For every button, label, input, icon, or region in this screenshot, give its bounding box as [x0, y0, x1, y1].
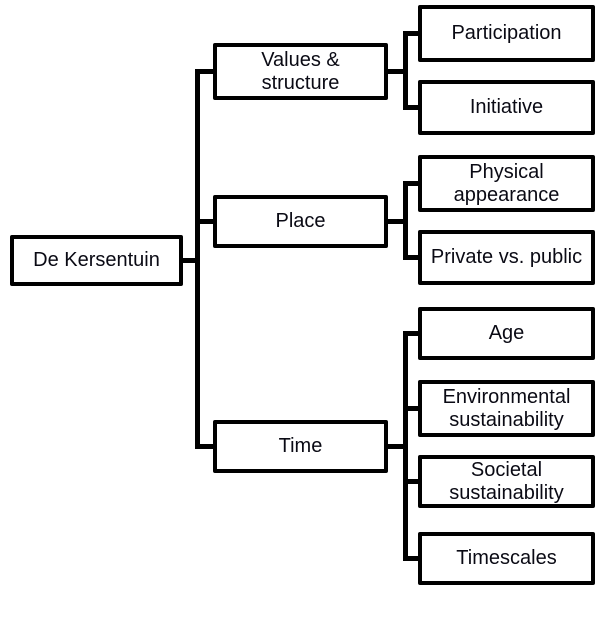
- connector-branch-place: [195, 219, 213, 224]
- connector-societal: [403, 479, 418, 484]
- connector-physical: [403, 181, 418, 186]
- node-initiative-label: Initiative: [469, 96, 544, 118]
- connector-private: [403, 255, 418, 260]
- node-place-label: Place: [275, 210, 326, 232]
- node-environmental-sustainability: Environmental sustainability: [418, 380, 595, 437]
- node-participation: Participation: [418, 5, 595, 62]
- node-societal-sustainability-label: Societal sustainability: [449, 458, 564, 504]
- connector-place-stub: [388, 219, 408, 224]
- node-de-kersentuin: De Kersentuin: [10, 235, 183, 286]
- node-physical-appearance-label: Physical appearance: [453, 160, 560, 206]
- node-timescales-label: Timescales: [456, 547, 557, 569]
- node-time-label: Time: [278, 435, 323, 457]
- connector-environmental: [403, 406, 418, 411]
- connector-time-stub: [388, 444, 408, 449]
- connector-root-stub: [183, 258, 200, 263]
- node-age-label: Age: [488, 322, 525, 344]
- connector-participation: [403, 31, 418, 36]
- node-private-vs-public: Private vs. public: [418, 230, 595, 285]
- node-time: Time: [213, 420, 388, 473]
- node-societal-sustainability: Societal sustainability: [418, 455, 595, 508]
- connector-branch-values: [195, 69, 213, 74]
- connector-values-vertical: [403, 31, 408, 110]
- connector-initiative: [403, 105, 418, 110]
- connector-values-stub: [388, 69, 408, 74]
- connector-branch-time: [195, 444, 213, 449]
- connector-timescales: [403, 556, 418, 561]
- node-de-kersentuin-label: De Kersentuin: [33, 249, 160, 271]
- connector-age: [403, 331, 418, 336]
- node-age: Age: [418, 307, 595, 360]
- connector-place-vertical: [403, 181, 408, 260]
- node-environmental-sustainability-label: Environmental sustainability: [442, 385, 571, 431]
- node-place: Place: [213, 195, 388, 248]
- node-values-structure-label: Values & structure: [261, 48, 340, 94]
- connector-trunk: [195, 69, 200, 449]
- node-initiative: Initiative: [418, 80, 595, 135]
- node-private-vs-public-label: Private vs. public: [430, 246, 583, 268]
- node-physical-appearance: Physical appearance: [418, 155, 595, 212]
- connector-time-vertical: [403, 331, 408, 561]
- node-timescales: Timescales: [418, 532, 595, 585]
- node-values-structure: Values & structure: [213, 43, 388, 100]
- node-participation-label: Participation: [451, 22, 562, 44]
